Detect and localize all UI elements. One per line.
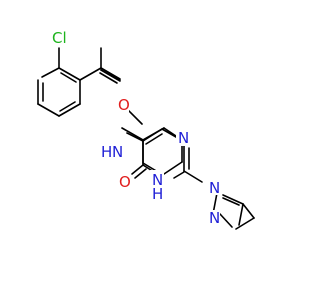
carbonyl-oxygen-label: O	[118, 96, 130, 114]
molecule-structure-diagram: Cl O H N N N H O N N	[37, 29, 255, 230]
chlorine-atom: Cl	[49, 29, 71, 47]
amide-n-label: N	[112, 143, 123, 161]
ring-nh-atom: N H	[150, 170, 164, 203]
ring-n-top-atom: N	[176, 129, 189, 147]
chlorobenzene-ring	[37, 67, 81, 117]
keto-double-bond	[131, 164, 147, 179]
pyrazole-n2-label: N	[209, 209, 220, 227]
ring-nh-n-label: N	[152, 171, 163, 189]
carbonyl-c-to-nh-bond	[100, 69, 121, 82]
ring-n-top-label: N	[178, 129, 189, 147]
carbonyl-oxygen-atom: O	[116, 96, 130, 114]
keto-oxygen-atom: O	[117, 173, 131, 191]
pyrazole-n2-atom: N	[207, 209, 220, 227]
carbonyl-to-amide-n-bond	[100, 67, 121, 81]
pyrazole-n1-label: N	[209, 179, 220, 197]
pyrazole-n1-atom: N	[207, 179, 220, 197]
amide-h-label: H	[101, 143, 112, 161]
pyrimidinone-ring-main	[142, 128, 190, 179]
ring-nh-h-label: H	[152, 185, 163, 203]
aryl-carbonyl-bond	[79, 67, 102, 81]
pyrimidine-to-pyrazole-bond	[183, 170, 203, 183]
chlorine-label: Cl	[52, 29, 67, 47]
amide-n-to-ring-bond	[126, 132, 144, 142]
keto-oxygen-label: O	[119, 173, 131, 191]
amide-nh-atom: H N	[100, 143, 126, 161]
